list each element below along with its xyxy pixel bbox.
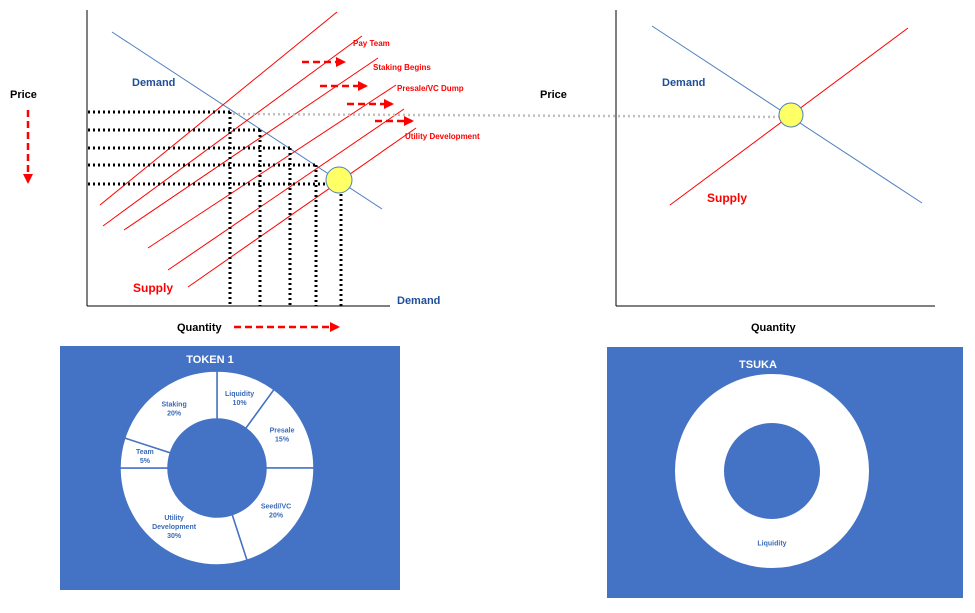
right-price-label: Price [540,89,567,101]
shift-label-utility-development: Utility Development [405,132,480,141]
left-demand-label-bottom: Demand [397,295,440,307]
equilibrium-connector [232,112,791,119]
supply-curve-4 [147,84,397,249]
tsuka-donut-title: TSUKA [739,359,777,371]
donut2-slice-liquidity-label: Liquidity [757,541,786,548]
shift-label-presale-vc-dump: Presale/VC Dump [397,84,464,93]
right-demand-label: Demand [662,77,705,89]
right-quantity-label: Quantity [751,322,796,334]
right-supply-label: Supply [707,191,747,205]
left-quantity-label: Quantity [177,322,222,334]
donut1-slice-staking [123,370,218,454]
supply-curve-2 [102,35,363,227]
left-supply-label: Supply [133,281,173,295]
left-supply-demand-chart: Price Quantity Demand Demand Supply Pay … [10,10,480,334]
supply-curve-1 [99,11,338,206]
shift-label-pay-team: Pay Team [353,39,390,48]
token1-donut-title: TOKEN 1 [186,354,233,366]
tsuka-donut: Liquidity [675,374,869,568]
shift-label-staking-begins: Staking Begins [373,63,431,72]
left-price-label: Price [10,89,37,101]
tsuka-donut-panel: TSUKA Liquidity [607,347,963,598]
right-supply-demand-chart: Price Quantity Demand Supply [540,10,935,334]
left-equilibrium-marker [325,166,353,194]
supply-curve-5 [167,108,405,271]
donut1-slice-utility-development [119,467,248,566]
supply-curve-6 [187,127,417,288]
donut2-slice-liquidity [675,374,869,568]
left-demand-label-top: Demand [132,77,175,89]
right-equilibrium-marker [778,102,804,128]
